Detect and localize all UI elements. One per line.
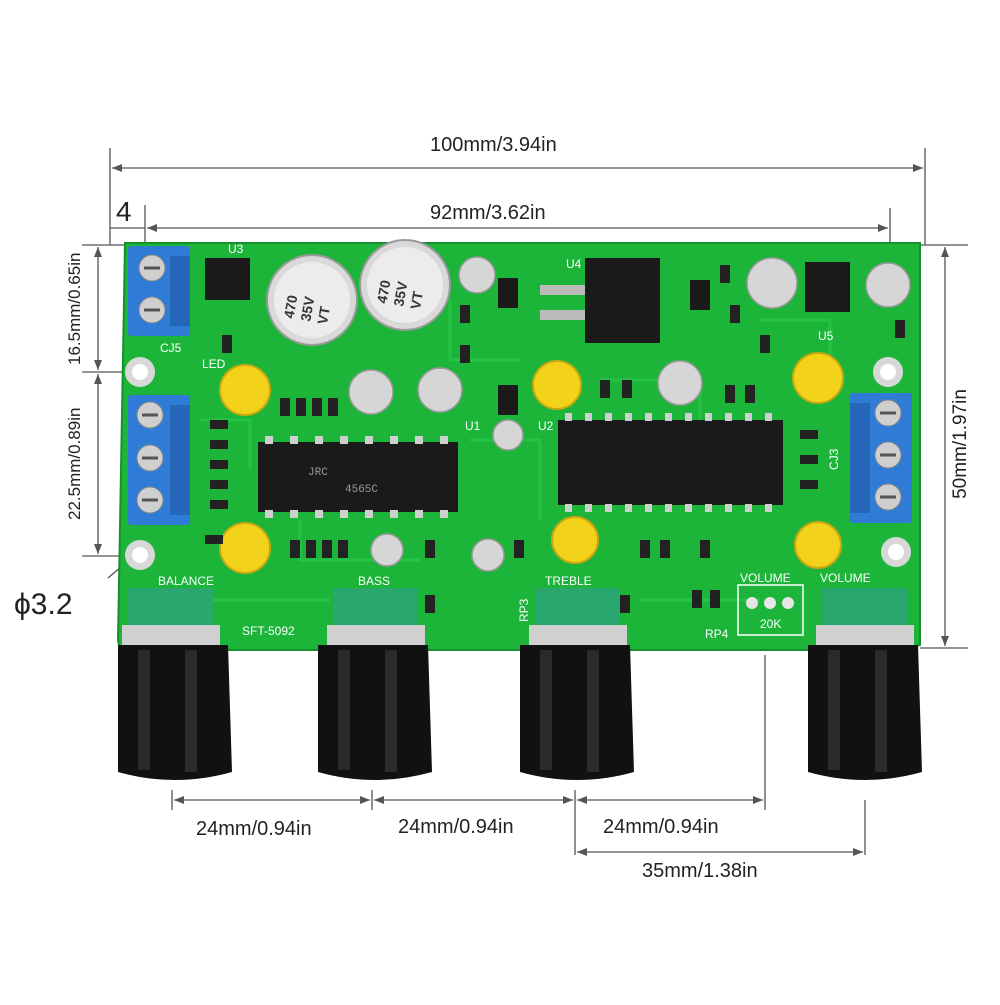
terminal-block-left	[128, 395, 190, 525]
dim-board-height: 50mm/1.97in	[950, 389, 971, 499]
dim-total-width: 100mm/3.94in	[430, 134, 557, 156]
volume-header	[737, 584, 804, 636]
label-volume-right: VOLUME	[820, 571, 871, 585]
small-capacitors	[348, 256, 911, 572]
yellow-capacitors	[219, 352, 844, 574]
dim-left-terminal: 22.5mm/0.89in	[65, 407, 84, 520]
label-pot-value: 20K	[760, 617, 781, 631]
knobs	[118, 645, 922, 780]
label-u4: U4	[566, 257, 582, 271]
dim-knob-spacing-2: 24mm/0.94in	[398, 816, 514, 838]
dim-volume-spacing: 35mm/1.38in	[642, 860, 758, 882]
terminal-block-right	[850, 393, 912, 523]
cap-left-series: VT	[314, 305, 333, 326]
cap-right-voltage: 35V	[390, 280, 410, 308]
ic-chips	[258, 420, 783, 512]
chip-u1-brand: JRC	[308, 467, 328, 479]
label-bass: BASS	[358, 574, 390, 588]
label-cj5: CJ5	[160, 341, 182, 355]
label-rp3: RP3	[517, 598, 531, 622]
label-u3: U3	[228, 242, 244, 256]
terminal-block-top	[128, 246, 190, 336]
label-model: SFT-5092	[242, 624, 295, 638]
label-led: LED	[202, 357, 226, 371]
label-balance: BALANCE	[158, 574, 214, 588]
dim-hole-spacing: 92mm/3.62in	[430, 202, 546, 224]
label-volume-left: VOLUME	[740, 571, 791, 585]
label-u2: U2	[538, 419, 554, 433]
mounting-holes	[125, 357, 911, 570]
label-cj3: CJ3	[827, 448, 841, 470]
ic-pins	[265, 413, 772, 518]
label-u1: U1	[465, 419, 481, 433]
potentiometers	[122, 588, 914, 645]
cap-left-voltage: 35V	[297, 295, 317, 323]
label-u5: U5	[818, 329, 834, 343]
chip-u1-part: 4565C	[345, 484, 378, 496]
cap-left-value: 470	[281, 294, 301, 320]
pcb-board	[116, 242, 921, 651]
dim-knob-spacing-3: 24mm/0.94in	[603, 816, 719, 838]
cap-right-value: 470	[374, 279, 394, 305]
dimension-lines	[82, 148, 968, 855]
dim-edge-offset: 4	[116, 196, 132, 227]
cap-right-series: VT	[407, 290, 426, 311]
big-capacitors	[266, 239, 451, 346]
dim-knob-spacing-1: 24mm/0.94in	[196, 818, 312, 840]
dim-hole-diameter: ϕ3.2	[14, 588, 73, 621]
smd-components	[205, 265, 905, 613]
dim-top-terminal: 16.5mm/0.65in	[65, 252, 84, 365]
label-treble: TREBLE	[545, 574, 592, 588]
dimension-arrows	[94, 164, 949, 856]
label-rp4: RP4	[705, 627, 729, 641]
regulators	[205, 258, 850, 415]
